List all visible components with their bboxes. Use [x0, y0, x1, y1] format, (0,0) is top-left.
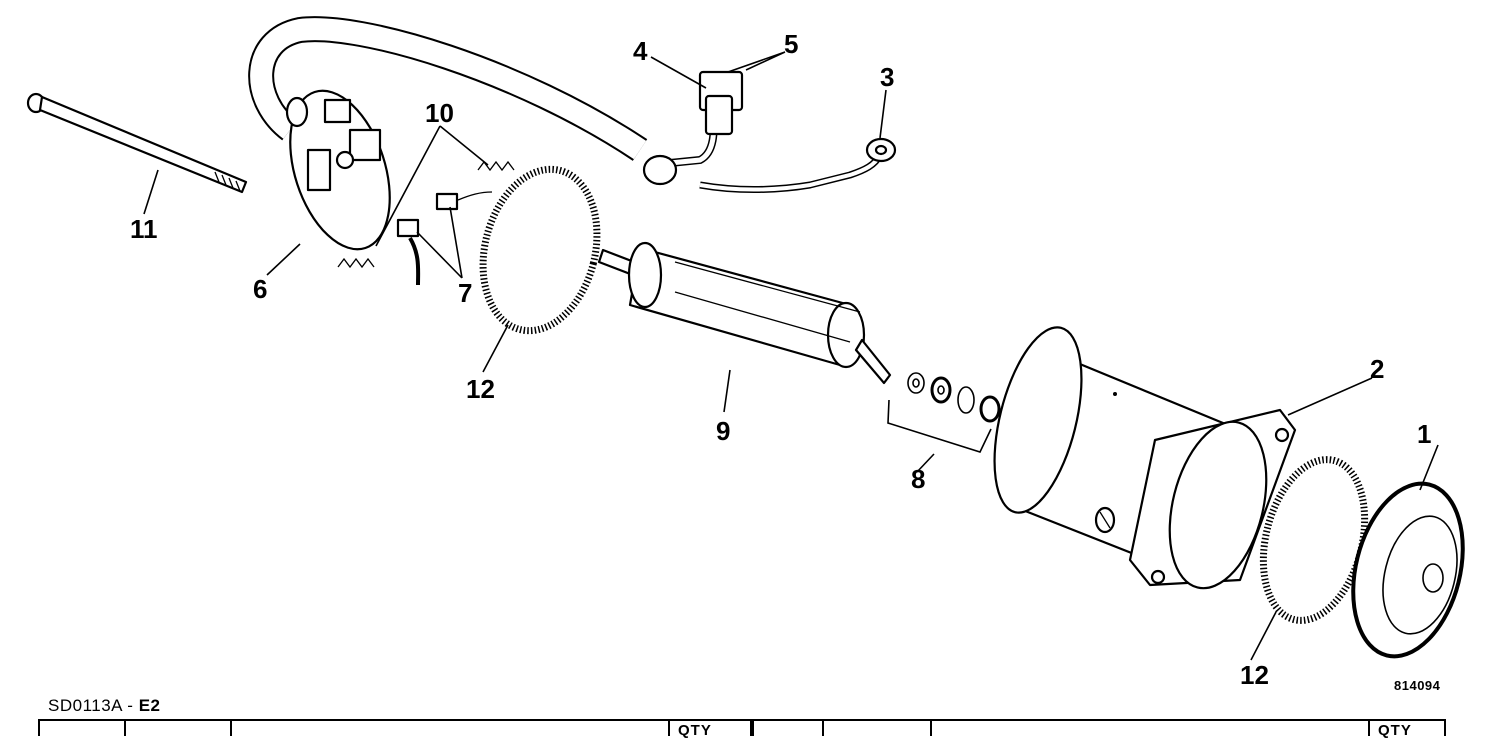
brush-plate [248, 16, 648, 251]
parts-table-header: QTY QTY [38, 719, 1446, 739]
table-column-divider [230, 721, 232, 736]
callout-11: 11 [130, 214, 158, 244]
callout-12-front: 12 [466, 374, 495, 404]
o-ring-front [479, 165, 601, 335]
callout-7: 7 [458, 278, 472, 308]
through-bolt [26, 92, 248, 194]
callout-1: 1 [1417, 419, 1431, 449]
table-column-divider [124, 721, 126, 736]
table-column-divider [668, 721, 670, 736]
table-column-divider [822, 721, 824, 736]
callout-6: 6 [253, 274, 267, 304]
callout-4: 4 [633, 36, 648, 66]
reference-code: E2 [138, 696, 161, 715]
callout-3: 3 [880, 62, 894, 92]
reference-prefix: SD0113A - [48, 696, 139, 715]
callout-labels: 1 2 3 4 5 6 7 8 9 10 11 12 12 814094 [130, 29, 1441, 693]
drawing-number: 814094 [1394, 678, 1441, 693]
qty-column-header: QTY [1378, 722, 1412, 739]
callout-5: 5 [784, 29, 798, 59]
brushes [396, 191, 493, 286]
washers [887, 372, 1001, 453]
armature [597, 241, 892, 385]
end-cap [1351, 481, 1465, 659]
callout-10: 10 [425, 98, 454, 128]
table-column-divider [930, 721, 932, 736]
callout-12-rear: 12 [1240, 660, 1269, 690]
leader-lines [143, 51, 1439, 661]
terminal-lead [642, 70, 897, 194]
table-column-divider [1368, 721, 1370, 736]
starter-frame [993, 326, 1297, 590]
callout-9: 9 [716, 416, 730, 446]
qty-column-header: QTY [678, 722, 712, 739]
table-column-divider [750, 721, 754, 736]
diagram-reference: SD0113A - E2 [48, 696, 160, 716]
callout-8: 8 [911, 464, 925, 494]
callout-2: 2 [1370, 354, 1384, 384]
